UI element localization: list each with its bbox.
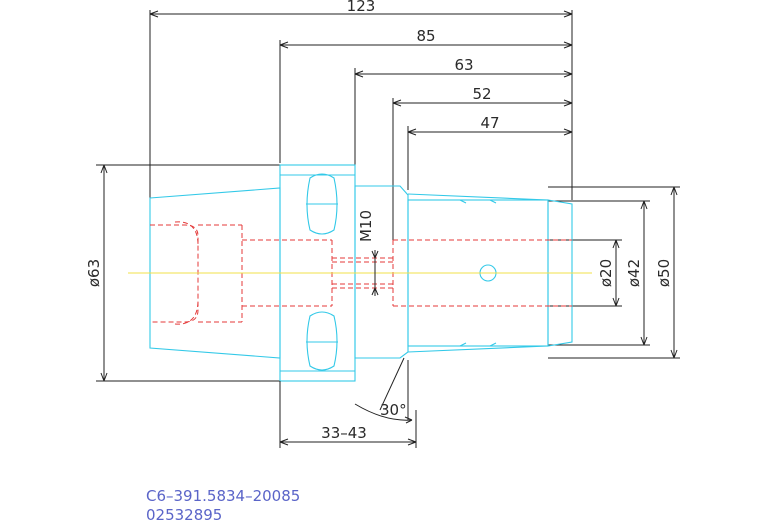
dim-diameter-42: ø42 [625,259,643,287]
dim-thread: M10 [357,210,375,242]
dim-diameter-50: ø50 [655,259,673,287]
dim-bore-diameter: ø20 [597,259,615,287]
dim-angle: 30° [380,401,407,419]
dim-adjust-range: 33–43 [321,424,367,442]
right-diameters: ø20 ø42 ø50 [548,186,680,359]
adjust-range-dim: 33–43 [279,381,417,448]
item-number: 02532895 [146,506,222,523]
dim-length-63: 63 [454,56,473,74]
dim-overall-length: 123 [347,0,376,15]
dim-length-52: 52 [472,85,491,103]
top-dimensions: 123 85 63 52 47 [149,0,573,240]
dim-length-47: 47 [480,114,499,132]
part-number: C6–391.5834–20085 [146,487,300,505]
dim-flange-diameter: ø63 [85,259,103,287]
dim-flange-diameter-group: ø63 [85,164,280,382]
dim-length-85: 85 [416,27,435,45]
angle-callout: 30° [354,357,413,424]
thread-callout: M10 [357,210,379,296]
